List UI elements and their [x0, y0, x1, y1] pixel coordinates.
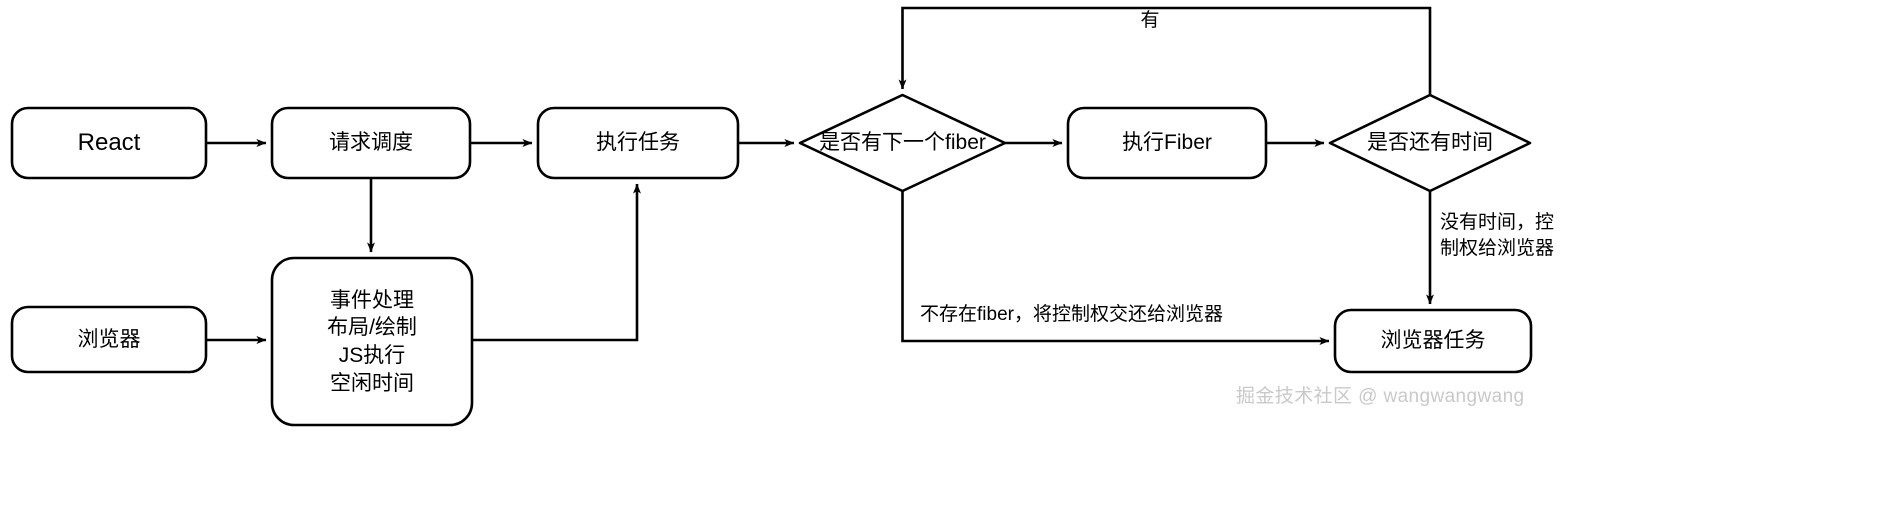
edge-decision-no-to-browser-task	[901, 191, 1330, 345]
node-browser-task-shape	[1333, 308, 1533, 374]
edge-label-no-fiber: 不存在fiber，将控制权交还给浏览器	[920, 304, 1223, 325]
node-browser-work[interactable]	[272, 258, 472, 425]
node-run-task[interactable]	[538, 108, 738, 178]
node-browser-task[interactable]	[1335, 310, 1531, 372]
edge-browser-work-to-run-task	[472, 183, 641, 342]
watermark: 掘金技术社区 @ wangwangwang	[1236, 386, 1525, 407]
edge-has-time-yes-loop	[898, 6, 1432, 95]
edge-label-no-time: 没有时间，控 制权给浏览器	[1440, 212, 1555, 259]
node-browser[interactable]	[12, 307, 206, 372]
node-react[interactable]	[12, 108, 206, 178]
node-browser-work-shape	[270, 256, 474, 427]
node-run-fiber[interactable]	[1068, 108, 1266, 178]
edge-label-yes-loop: 有	[1140, 10, 1160, 31]
node-has-next-fiber[interactable]	[800, 95, 1005, 191]
node-schedule[interactable]	[272, 108, 470, 178]
node-has-time[interactable]	[1330, 95, 1530, 191]
